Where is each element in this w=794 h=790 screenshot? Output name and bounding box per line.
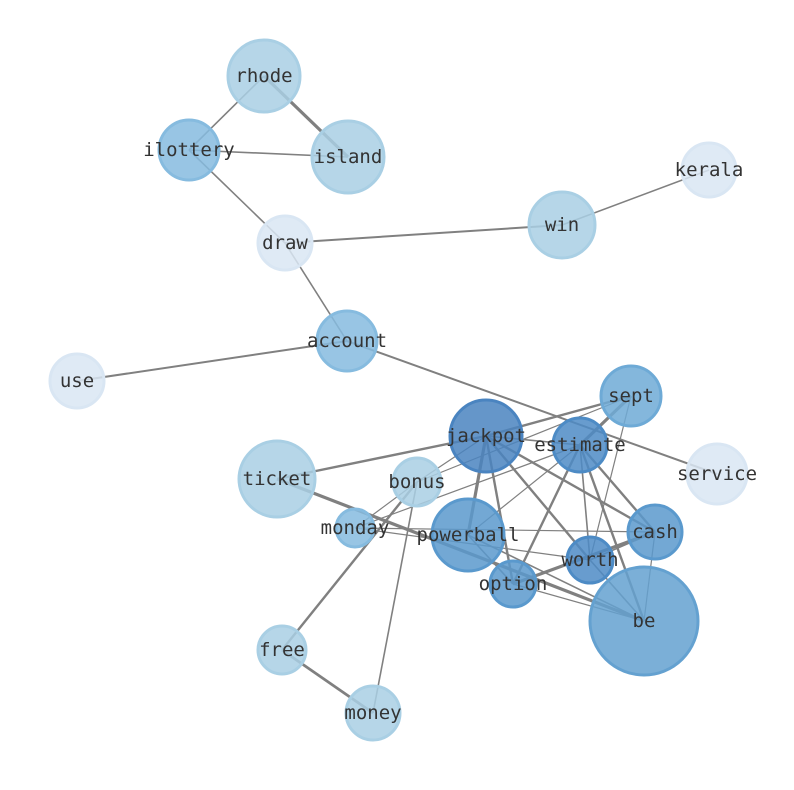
node-circle [157,118,221,182]
node-free: free [256,624,308,676]
node-label: be [633,610,656,632]
node-circle [599,364,663,428]
node-option: option [479,559,548,609]
node-estimate: estimate [534,416,626,474]
node-circle [48,352,106,410]
node-label: estimate [534,434,626,456]
node-circle [315,309,379,373]
node-sept: sept [599,364,663,428]
node-circle [430,497,506,573]
node-circle [680,141,738,199]
node-circle [551,416,609,474]
node-label: ilottery [143,139,235,161]
node-circle [310,119,386,195]
node-circle [391,456,443,508]
node-circle [344,684,402,742]
node-label: cash [632,521,678,543]
node-label: powerball [417,524,520,546]
node-circle [256,624,308,676]
node-label: kerala [675,159,744,181]
node-service: service [677,442,757,506]
node-ticket: ticket [237,439,317,519]
node-label: rhode [235,65,292,87]
node-worth: worth [561,535,619,585]
node-circle [527,190,597,260]
node-circle [226,38,302,114]
edge-account-use [76,340,348,382]
node-powerball: powerball [417,497,520,573]
node-be: be [588,565,700,677]
edge-bonus-money [372,481,418,714]
node-circle [626,503,684,561]
node-island: island [310,119,386,195]
node-label: monday [321,517,390,539]
node-ilottery: ilottery [143,118,235,182]
node-label: worth [561,549,618,571]
node-label: bonus [388,471,445,493]
edge-sept-bonus [416,395,632,483]
node-label: island [314,146,383,168]
node-label: account [307,330,387,352]
node-circle [237,439,317,519]
node-label: win [545,214,579,236]
node-circle [565,535,615,585]
node-circle [685,442,749,506]
node-circle [448,398,524,474]
node-label: service [677,463,757,485]
node-money: money [344,684,402,742]
node-bonus: bonus [388,456,446,508]
node-circle [334,507,376,549]
node-label: free [259,639,305,661]
node-use: use [48,352,106,410]
edge-account-service [346,340,718,475]
nodes-layer: rhode island ilottery kerala win draw account u… [48,38,757,742]
node-jackpot: jackpot [446,398,526,474]
node-label: draw [262,232,308,254]
node-label: ticket [243,468,312,490]
node-draw: draw [256,214,314,272]
node-circle [588,565,700,677]
edge-bonus-free [281,481,418,651]
node-win: win [527,190,597,260]
node-cash: cash [626,503,684,561]
node-account: account [307,309,387,373]
node-label: use [60,370,94,392]
node-label: sept [608,385,654,407]
node-label: jackpot [446,425,526,447]
node-label: option [479,573,548,595]
edge-draw-win [284,224,563,244]
node-circle [256,214,314,272]
node-rhode: rhode [226,38,302,114]
node-label: money [344,702,401,724]
node-circle [488,559,538,609]
node-kerala: kerala [675,141,744,199]
node-monday: monday [321,507,390,549]
